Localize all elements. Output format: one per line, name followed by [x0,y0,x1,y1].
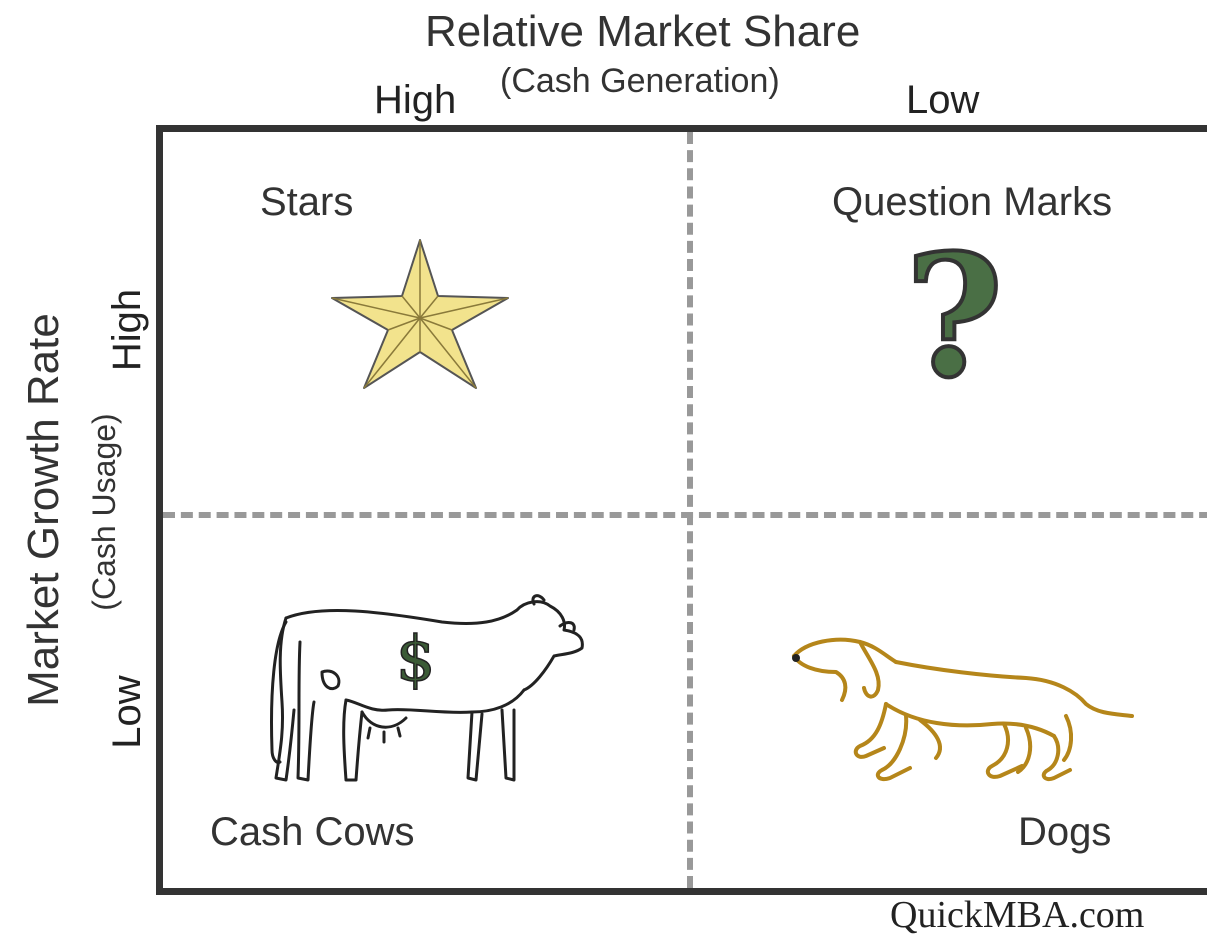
x-axis-low-label: Low [906,78,980,122]
cow-icon [270,594,584,782]
source-watermark: QuickMBA.com [890,894,1145,936]
quadrant-label-stars: Stars [260,180,354,224]
horizontal-divider [163,512,1207,518]
quadrant-label-dogs: Dogs [1018,810,1112,854]
dog-icon [792,637,1134,781]
x-axis-high-label: High [374,78,457,122]
vertical-divider [687,132,693,888]
quadrant-label-cash-cows: Cash Cows [210,810,415,854]
y-axis-high-label: High [105,288,149,372]
quadrant-label-question-marks: Question Marks [832,180,1113,224]
y-axis-subtitle: (Cash Usage) [86,413,122,611]
y-axis-title: Market Growth Rate [19,313,68,707]
x-axis-title: Relative Market Share [425,7,861,56]
question-mark-icon: ? [903,217,1005,415]
dollar-sign-icon: $ [395,622,436,695]
star-icon [331,239,509,389]
x-axis-subtitle: (Cash Generation) [500,62,780,100]
matrix-frame [156,125,1207,895]
y-axis-low-label: Low [105,675,149,749]
